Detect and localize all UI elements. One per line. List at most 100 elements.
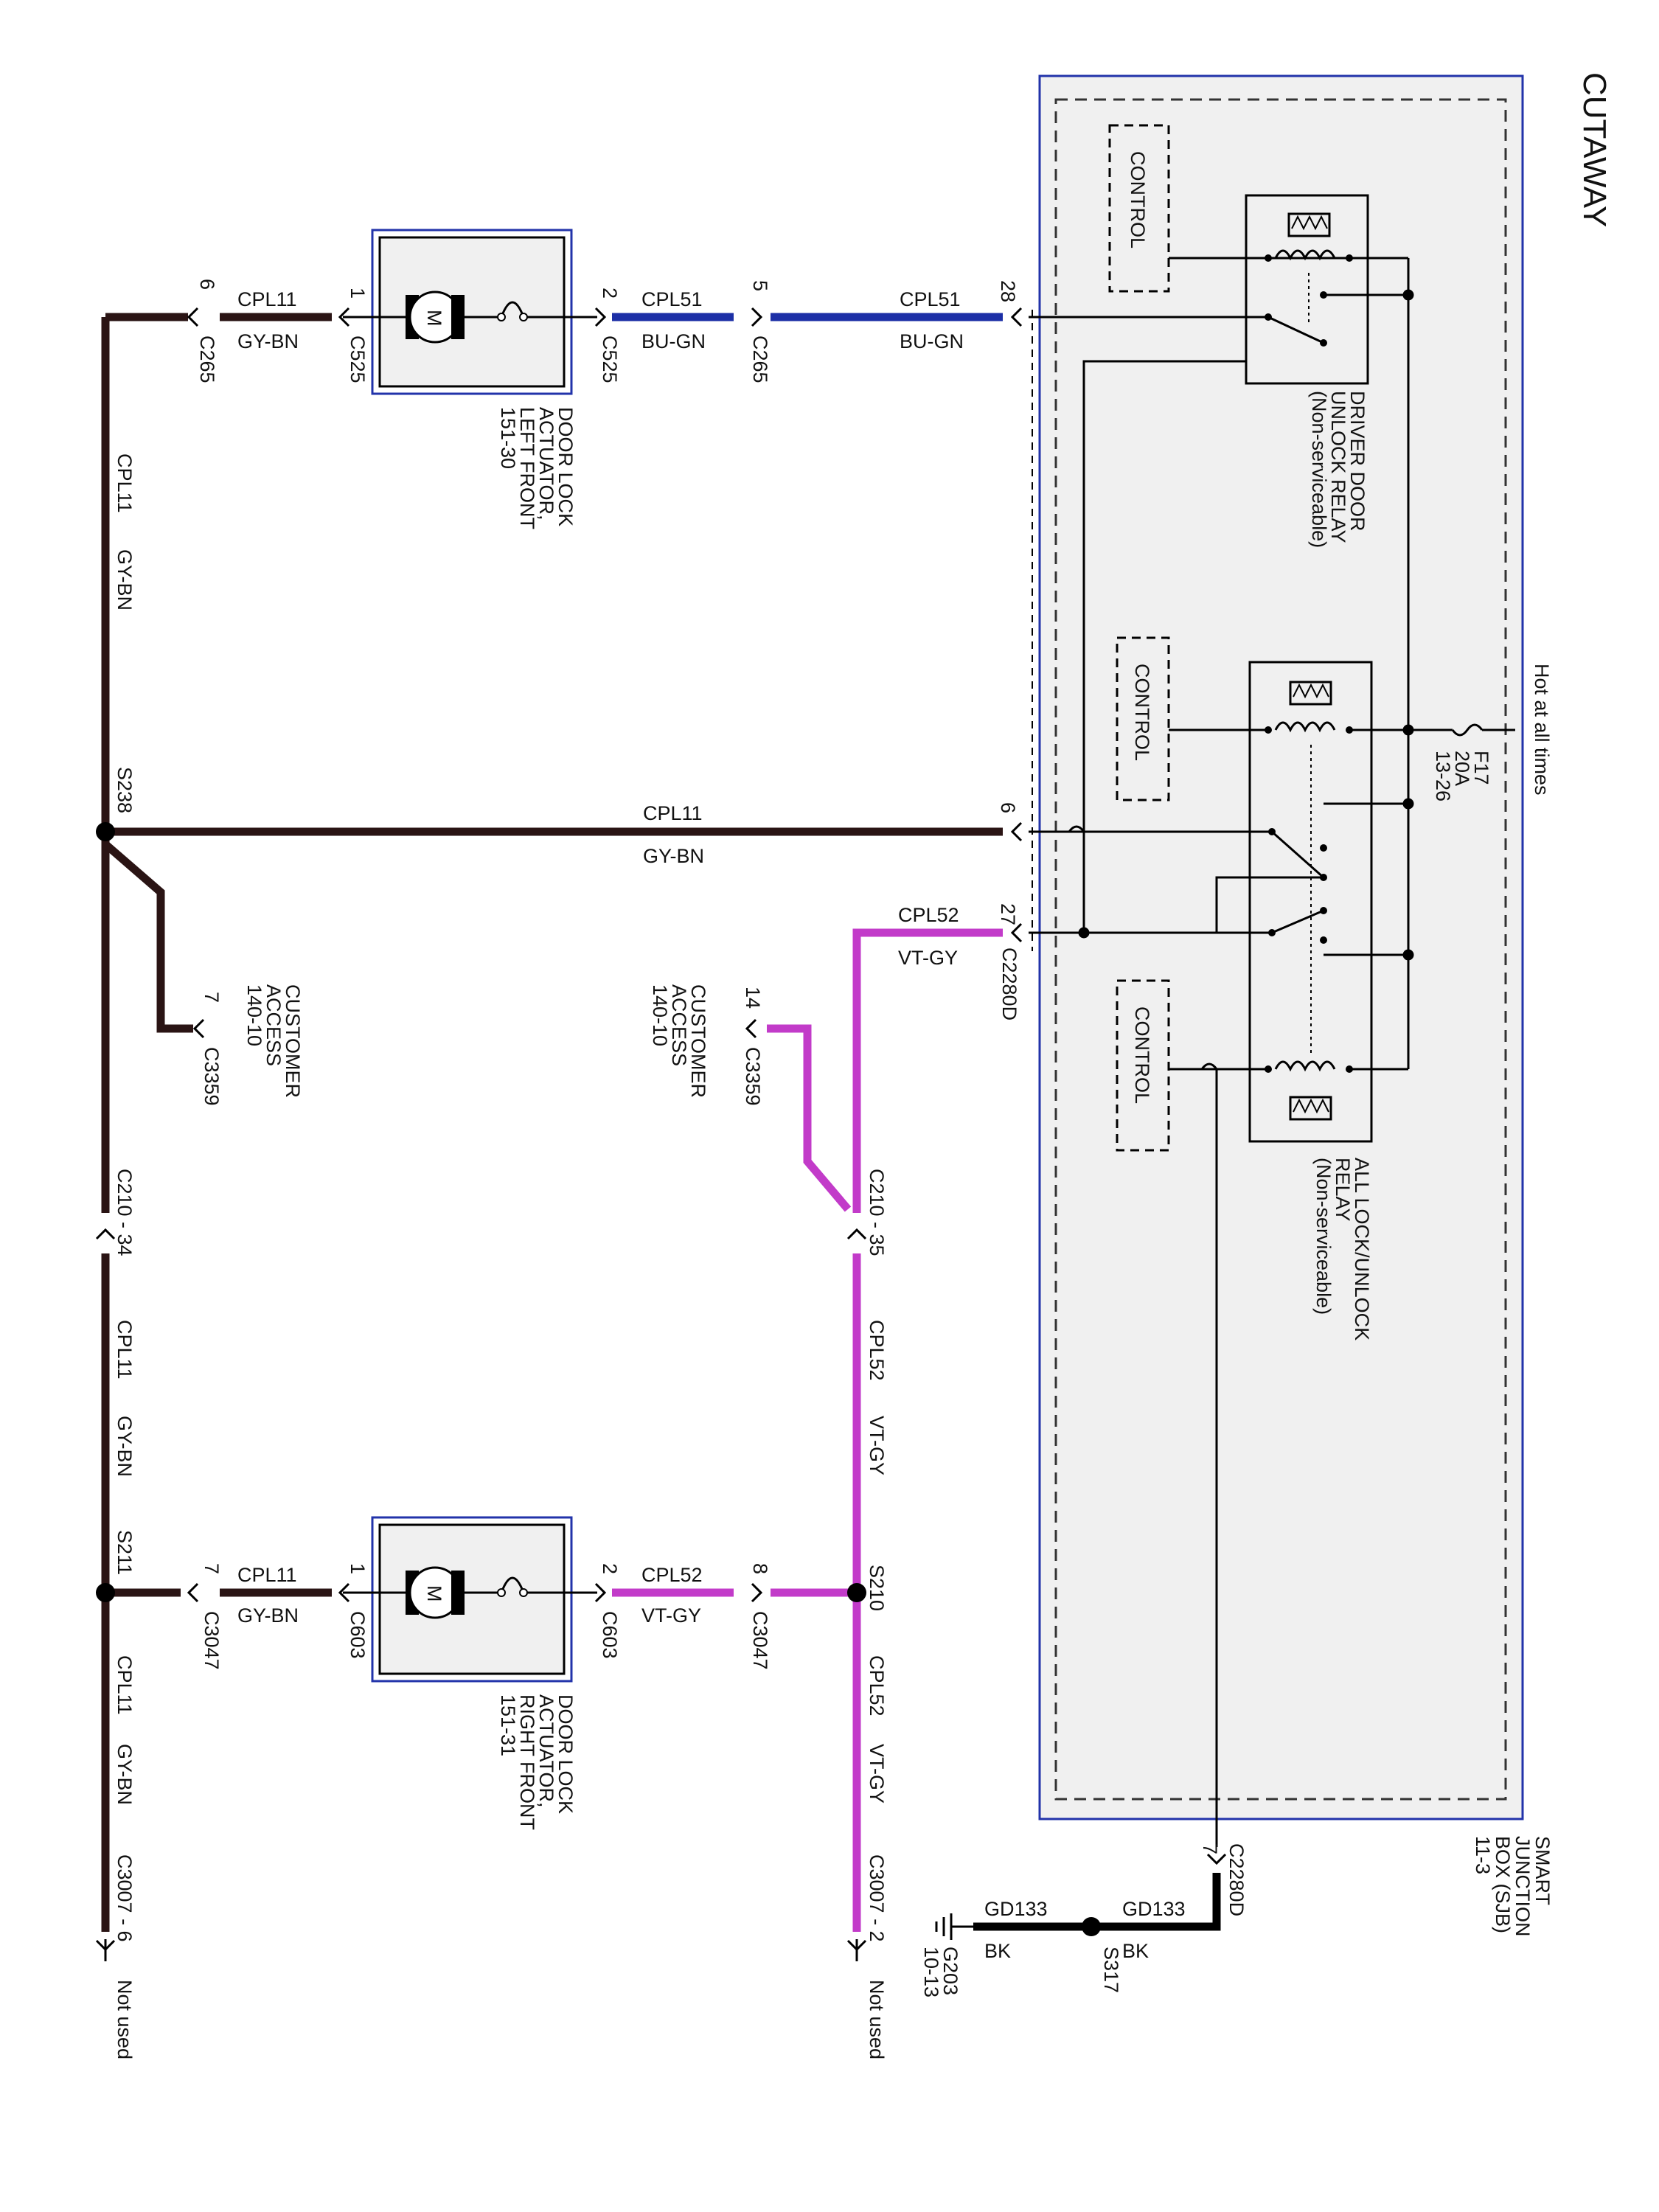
cpl52-bottom: CPL52	[641, 1564, 703, 1586]
control-label-3: CONTROL	[1131, 1006, 1153, 1104]
c265-right: C265	[749, 335, 771, 383]
c3007-6: C3007 - 6	[114, 1854, 136, 1942]
c3359-left: C3359	[201, 1047, 223, 1106]
customer-access-left-2: ACCESS	[262, 984, 285, 1066]
cpl11-bottom: CPL11	[237, 1564, 297, 1586]
door-lock-actuator-right-front: M DOOR LOCK ACTUATOR, RIGHT FRONT 151-31	[343, 1516, 597, 1830]
hot-at-all-times-label: Hot at all times	[1531, 664, 1553, 796]
customer-access-right-3: 140-10	[649, 984, 671, 1046]
not-used-right: Not used	[866, 1980, 888, 2059]
c525-right: C525	[599, 335, 621, 383]
vtgy-vert-1: VT-GY	[866, 1416, 888, 1475]
c3047-right: C3047	[749, 1611, 771, 1670]
lf-label-3: LEFT FRONT	[516, 407, 538, 529]
smart-junction-box: SMART JUNCTION BOX (SJB) 11-3	[1038, 74, 1554, 1937]
cpl51-1: CPL51	[641, 288, 703, 310]
bugn-2: BU-GN	[900, 330, 964, 352]
pin-28-label: 28	[997, 280, 1019, 302]
c265-left: C265	[196, 335, 218, 383]
control-label-2: CONTROL	[1131, 664, 1153, 761]
gybn-mid: GY-BN	[643, 845, 704, 867]
driver-door-unlock-relay: DRIVER DOOR UNLOCK RELAY (Non-serviceabl…	[1245, 194, 1369, 548]
c3359-pin7: 7	[201, 992, 223, 1003]
rf-label-3: RIGHT FRONT	[516, 1694, 538, 1830]
cpl11-trunk-1: CPL11	[114, 453, 136, 513]
wire-cpl11-trunk	[101, 313, 1003, 1932]
fuse-f17: Hot at all times F17 20A 13-26	[1408, 664, 1553, 801]
customer-access-left-3: 140-10	[243, 984, 265, 1046]
gybn-top: GY-BN	[237, 330, 299, 352]
cpl11-trunk-2: CPL11	[114, 1320, 136, 1380]
driver-relay-label-1: DRIVER DOOR	[1346, 391, 1368, 532]
gybn-trunk-3: GY-BN	[114, 1744, 136, 1805]
pin-7-label: 7	[1199, 1843, 1221, 1854]
sjb-label-3: BOX (SJB)	[1492, 1836, 1514, 1933]
s238-label: S238	[114, 767, 136, 813]
cpl51-2: CPL51	[900, 288, 961, 310]
vtgy-top: VT-GY	[898, 947, 958, 969]
c210-34: C210 - 34	[114, 1169, 136, 1256]
door-lock-actuator-left-front: M DOOR LOCK ACTUATOR, LEFT FRONT 151-30	[343, 229, 597, 529]
rf-page-ref: 151-31	[497, 1694, 519, 1756]
rf-motor-label: M	[423, 1585, 445, 1602]
splice-s211	[96, 1583, 115, 1602]
c3047-pin8: 8	[749, 1563, 771, 1574]
c603-left: C603	[347, 1611, 369, 1659]
c603-right: C603	[599, 1611, 621, 1659]
all-relay-label-1: ALL LOCK/UNLOCK	[1351, 1158, 1373, 1340]
c3047-pin7: 7	[201, 1563, 223, 1574]
pin-27-label: 27	[997, 903, 1019, 925]
c2280d-label: C2280D	[998, 947, 1020, 1020]
bk-1: BK	[1122, 1940, 1149, 1962]
c2280d-bottom: C2280D	[1225, 1843, 1248, 1916]
s210-label: S210	[866, 1565, 888, 1611]
sjb-internal-wiring	[1029, 316, 1324, 1847]
lf-label-2: ACTUATOR,	[535, 407, 557, 521]
gd133-2: GD133	[984, 1898, 1048, 1920]
cpl52-top: CPL52	[898, 904, 959, 926]
cpl11-trunk-3: CPL11	[114, 1655, 136, 1715]
c3359-right: C3359	[742, 1047, 764, 1106]
c3047-left: C3047	[201, 1611, 223, 1670]
control-box-1: CONTROL	[1108, 124, 1268, 293]
connector-chevrons	[95, 307, 1227, 1952]
vtgy-vert-2: VT-GY	[866, 1744, 888, 1804]
cpl52-vert-2: CPL52	[866, 1655, 888, 1717]
c265-pin5: 5	[749, 280, 771, 291]
c525-pin2: 2	[599, 288, 621, 299]
c210-35: C210 - 35	[866, 1169, 888, 1256]
gybn-trunk-1: GY-BN	[114, 549, 136, 611]
ground-g203-icon	[935, 1913, 953, 1940]
rf-label-1: DOOR LOCK	[554, 1694, 577, 1814]
customer-access-right-1: CUSTOMER	[687, 984, 709, 1098]
bk-2: BK	[984, 1940, 1011, 1962]
driver-relay-label-2: UNLOCK RELAY	[1327, 391, 1349, 543]
lf-label-1: DOOR LOCK	[554, 407, 577, 526]
customer-access-left-1: CUSTOMER	[282, 984, 304, 1098]
cpl11-mid: CPL11	[643, 802, 703, 824]
sjb-label-1: SMART	[1531, 1836, 1554, 1905]
splice-s238	[96, 822, 115, 841]
lf-page-ref: 151-30	[497, 407, 519, 469]
gd133-1: GD133	[1122, 1898, 1186, 1920]
splice-s317	[1082, 1917, 1101, 1936]
c525-left: C525	[347, 335, 369, 383]
rf-label-2: ACTUATOR,	[535, 1694, 557, 1808]
splice-s210	[847, 1583, 866, 1602]
bugn-1: BU-GN	[641, 330, 706, 352]
wire-cpl52	[612, 928, 1003, 1932]
c3007-2: C3007 - 2	[866, 1854, 888, 1942]
fuse-amps: 20A	[1451, 751, 1473, 786]
cpl52-vert-1: CPL52	[866, 1320, 888, 1381]
s317-label: S317	[1100, 1947, 1122, 1993]
all-relay-label-2: RELAY	[1332, 1158, 1354, 1222]
sjb-label-2: JUNCTION	[1512, 1836, 1534, 1937]
c3359-pin14: 14	[742, 987, 764, 1009]
all-relay-label-3: (Non-serviceable)	[1312, 1158, 1335, 1315]
driver-relay-label-3: (Non-serviceable)	[1308, 391, 1330, 548]
s211-label: S211	[114, 1530, 136, 1575]
pin-6-label: 6	[997, 802, 1019, 813]
control-box-3: CONTROL	[1116, 979, 1268, 1152]
cpl11-top: CPL11	[237, 288, 297, 310]
